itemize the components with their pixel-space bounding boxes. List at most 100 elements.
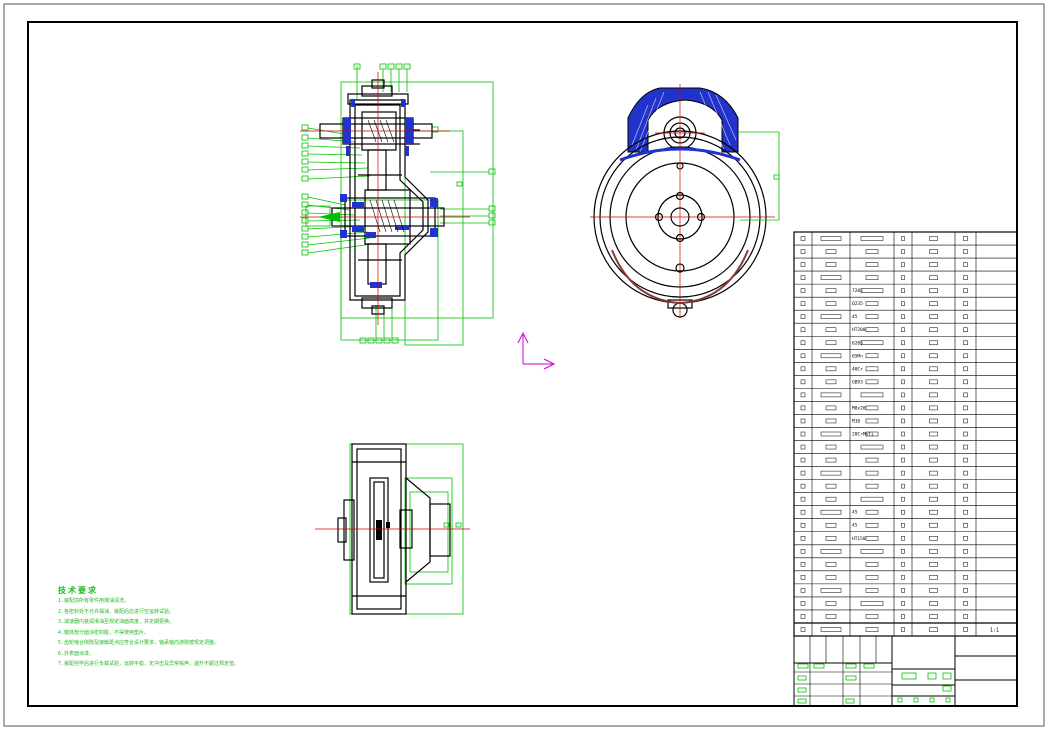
parts-list-cell-mark bbox=[901, 405, 905, 411]
parts-list-cell-mark bbox=[901, 262, 905, 267]
parts-list-cell-mark bbox=[901, 275, 905, 280]
parts-list-cell-mark bbox=[800, 249, 806, 254]
parts-list-cell-mark bbox=[901, 522, 905, 528]
parts-list-cell-mark bbox=[800, 353, 806, 359]
parts-list-cell-mark bbox=[929, 588, 938, 593]
parts-list-cell-mark bbox=[929, 575, 938, 580]
parts-list-cell-mark bbox=[820, 470, 842, 476]
parts-list-cell-mark bbox=[865, 301, 879, 306]
parts-list-cell-text: 45 bbox=[852, 314, 858, 320]
parts-list-cell-mark bbox=[800, 575, 806, 580]
parts-list-cell-mark bbox=[865, 314, 879, 319]
parts-list-cell-mark bbox=[800, 288, 806, 293]
parts-list-cell-mark bbox=[929, 379, 938, 385]
parts-list-cell-mark bbox=[825, 522, 837, 528]
parts-list-cell-mark bbox=[963, 262, 968, 267]
parts-list-cell-mark bbox=[860, 392, 884, 398]
parts-list-cell-mark bbox=[929, 262, 938, 267]
parts-list-cell-mark bbox=[901, 431, 905, 437]
parts-list-cell-mark bbox=[963, 418, 968, 424]
parts-list-cell-mark bbox=[963, 314, 968, 319]
parts-list-cell-text: 40Cr bbox=[852, 366, 863, 372]
parts-list-cell-mark bbox=[860, 288, 884, 293]
parts-list-cell-mark bbox=[901, 288, 905, 293]
parts-list-cell-mark bbox=[901, 353, 905, 359]
parts-list-cell-mark bbox=[865, 627, 879, 632]
top-view bbox=[315, 443, 470, 615]
parts-list-cell-mark bbox=[901, 509, 905, 515]
parts-list-cell-mark bbox=[963, 301, 968, 306]
parts-list-cell-mark bbox=[963, 496, 968, 502]
parts-list-cell-mark bbox=[865, 457, 879, 463]
parts-list-cell-mark bbox=[865, 431, 879, 437]
parts-list-cell-mark bbox=[929, 509, 938, 515]
parts-list-cell-mark bbox=[860, 236, 884, 241]
parts-list-cell-text: 65Mn bbox=[852, 353, 863, 359]
parts-list-cell-mark bbox=[800, 588, 806, 593]
parts-list-cell-mark bbox=[929, 288, 938, 293]
parts-list-cell-mark bbox=[820, 236, 842, 241]
parts-list-cell-mark bbox=[929, 614, 938, 619]
parts-list-cell-mark bbox=[901, 327, 905, 332]
parts-list-cell-mark bbox=[800, 496, 806, 502]
technical-requirement-line: 6.外表面涂漆。 bbox=[58, 650, 95, 657]
parts-list-cell-mark bbox=[929, 301, 938, 306]
parts-list-cell-mark bbox=[901, 249, 905, 254]
parts-list-cell-mark bbox=[901, 392, 905, 398]
parts-list-cell-mark bbox=[860, 601, 884, 606]
parts-list-cell-mark bbox=[800, 262, 806, 267]
parts-list-cell-mark bbox=[963, 340, 968, 346]
parts-list-cell-mark bbox=[929, 496, 938, 502]
parts-list-cell-mark bbox=[963, 366, 968, 372]
parts-list-cell-mark bbox=[963, 588, 968, 593]
parts-list-cell-mark bbox=[800, 457, 806, 463]
parts-list-cell-mark bbox=[825, 444, 837, 450]
parts-list-cell-mark bbox=[800, 509, 806, 515]
parts-list-cell-mark bbox=[800, 431, 806, 437]
parts-list-cell-mark bbox=[929, 522, 938, 528]
technical-requirement-line: 5.齿轮啮合侧隙及接触斑点应符合设计要求，轴承轴向游隙按规定调整。 bbox=[58, 640, 220, 646]
parts-list-cell-text: 20CrMnTi bbox=[852, 432, 874, 438]
parts-list-cell-mark bbox=[820, 353, 842, 359]
parts-list-cell-mark bbox=[825, 366, 837, 372]
technical-requirement-line: 3.减速器内装润滑油至规定油面高度，并定期更换。 bbox=[58, 619, 175, 625]
parts-list-cell-mark bbox=[800, 366, 806, 372]
parts-list-cell-mark bbox=[901, 496, 905, 502]
parts-list-cell-mark bbox=[865, 483, 879, 489]
parts-list-cell-mark bbox=[825, 405, 837, 411]
technical-requirements-lines: 1.装配前所有零件用煤油清洗。2.各密封处不允许漏油，装配后应进行空运转试验。3… bbox=[58, 596, 239, 670]
parts-list-cell-mark bbox=[929, 249, 938, 254]
parts-list-cell-mark bbox=[901, 418, 905, 424]
parts-list-cell-text: 6205 bbox=[852, 340, 863, 346]
parts-list-cell-mark bbox=[825, 249, 837, 254]
parts-list-cell-mark bbox=[800, 392, 806, 398]
parts-list-cell-mark bbox=[963, 509, 968, 515]
parts-list-cell-mark bbox=[825, 457, 837, 463]
parts-list-cell-mark bbox=[800, 444, 806, 450]
parts-list-cell-mark bbox=[865, 366, 879, 372]
parts-list-cell-mark bbox=[901, 601, 905, 606]
parts-list-cell-mark bbox=[800, 236, 806, 241]
parts-list-cell-mark bbox=[825, 418, 837, 424]
parts-list-cell-mark bbox=[825, 301, 837, 306]
parts-list-cell-mark bbox=[800, 327, 806, 332]
parts-list-cell-mark bbox=[929, 366, 938, 372]
parts-list-cell-mark bbox=[800, 536, 806, 541]
parts-list-cell-mark bbox=[929, 236, 938, 241]
title-block bbox=[793, 635, 1018, 707]
parts-list-cell-mark bbox=[929, 405, 938, 411]
parts-list-cell-mark bbox=[800, 470, 806, 476]
parts-list-cell-mark bbox=[865, 509, 879, 515]
parts-list-cell-mark bbox=[800, 522, 806, 528]
parts-list-cell-mark bbox=[865, 418, 879, 424]
parts-list-cell-mark bbox=[800, 314, 806, 319]
parts-list-cell-mark bbox=[929, 340, 938, 346]
parts-list-cell-text: HT150 bbox=[852, 536, 866, 542]
parts-list-cell-mark bbox=[901, 575, 905, 580]
parts-list-cell-mark bbox=[820, 392, 842, 398]
parts-list-cell-mark bbox=[929, 601, 938, 606]
parts-list-cell-mark bbox=[963, 522, 968, 528]
parts-list-cell-mark bbox=[929, 418, 938, 424]
parts-list-cell-mark bbox=[820, 314, 842, 319]
parts-list-cell-mark bbox=[963, 405, 968, 411]
